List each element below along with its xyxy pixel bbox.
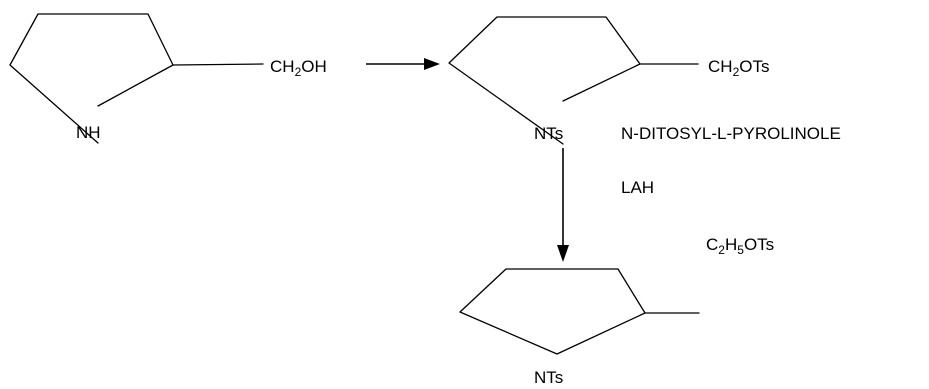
intermediate-ring-nts-label: NTs	[534, 124, 563, 143]
vertical-reaction-arrow	[557, 148, 569, 262]
product-ring-nts-label: NTs	[534, 368, 563, 387]
start-substituent-label: CH2OH	[270, 57, 327, 79]
horizontal-arrow-head	[424, 58, 440, 70]
product-compound: NTs	[459, 268, 700, 387]
start-ring-bonds	[9, 13, 174, 144]
intermediate-ring-bonds	[448, 16, 641, 145]
start-ring-nh-label: NH	[76, 123, 101, 142]
reagent-lah-label: LAH	[621, 178, 654, 197]
reagents: LAH C2H5OTs	[621, 178, 774, 257]
reagent-ethyl-tosylate-label: C2H5OTs	[706, 235, 774, 257]
intermediate-compound: NTs CH2OTs N-DITOSYL-L-PYROLINOLE	[448, 16, 841, 145]
vertical-arrow-head	[557, 245, 569, 262]
start-side-chain-bond	[172, 63, 264, 66]
horizontal-reaction-arrow	[366, 58, 440, 70]
starting-material: NH CH2OH	[9, 13, 327, 144]
intermediate-compound-name: N-DITOSYL-L-PYROLINOLE	[621, 124, 841, 143]
intermediate-substituent-label: CH2OTs	[708, 57, 769, 79]
product-ring-bonds	[459, 268, 646, 355]
